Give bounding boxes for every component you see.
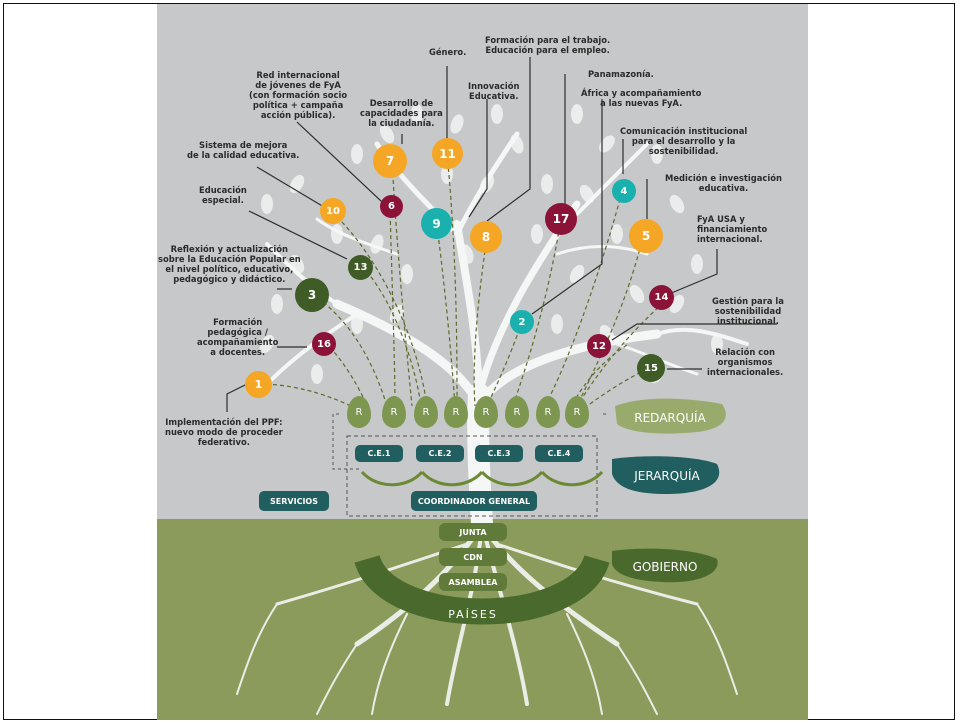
node-13: 13 — [348, 255, 373, 280]
paises-arc — [354, 554, 610, 625]
annotation-panamazonia: Panamazonía. — [588, 69, 654, 79]
ce4-pill: C.E.4 — [535, 445, 583, 462]
r-leaf-5: R — [474, 396, 498, 428]
r-leaf-3: R — [414, 396, 438, 428]
node-12: 12 — [587, 334, 611, 358]
coordinador-pill: COORDINADOR GENERAL — [411, 491, 537, 511]
asamblea-pill: ASAMBLEA — [439, 573, 507, 591]
jerarquia-label: JERARQUÍA — [634, 469, 700, 483]
redarquia-label: REDARQUÍA — [634, 411, 706, 425]
node-6: 6 — [380, 195, 403, 218]
gobierno-label: GOBIERNO — [632, 560, 698, 574]
node-16: 16 — [312, 332, 336, 356]
redarquia-blob — [615, 398, 726, 434]
r-leaf-1: R — [347, 396, 371, 428]
annotation-formacion-trabajo: Formación para el trabajo.Educación para… — [485, 35, 611, 55]
r-leaf-7: R — [536, 396, 560, 428]
jerarquia-blob — [612, 456, 720, 494]
servicios-pill: SERVICIOS — [259, 491, 329, 511]
canopy-leaves — [259, 104, 723, 384]
r-leaf-6: R — [505, 396, 529, 428]
ce1-pill: C.E.1 — [355, 445, 403, 462]
ce3-pill: C.E.3 — [475, 445, 523, 462]
node-3: 3 — [295, 278, 329, 312]
r-leaf-2: R — [382, 396, 406, 428]
ce2-pill: C.E.2 — [416, 445, 464, 462]
callout-lines — [226, 57, 777, 412]
annotation-genero: Género. — [429, 47, 467, 57]
node-14: 14 — [649, 285, 674, 310]
junta-pill: JUNTA — [439, 523, 507, 541]
node-5: 5 — [629, 219, 663, 253]
node-11: 11 — [432, 138, 463, 169]
node-1: 1 — [245, 371, 272, 398]
ce-arcs — [360, 470, 604, 487]
gobierno-blob — [612, 548, 718, 583]
annotation-implementacion: Implementación del PPF:nuevo modo de pro… — [165, 417, 283, 447]
node-15: 15 — [637, 354, 665, 382]
node-7: 7 — [373, 144, 407, 178]
node-4: 4 — [612, 179, 636, 203]
node-9: 9 — [421, 208, 452, 239]
paises-label: PAÍSES — [448, 607, 498, 621]
r-leaf-4: R — [444, 396, 468, 428]
tree-diagram: 1 2 3 4 5 6 7 8 9 10 11 12 13 14 15 16 1… — [157, 4, 808, 720]
node-2: 2 — [510, 310, 534, 334]
r-leaf-8: R — [565, 396, 589, 428]
node-8: 8 — [470, 221, 502, 253]
cdn-pill: CDN — [439, 548, 507, 566]
node-17: 17 — [545, 203, 577, 235]
node-10: 10 — [320, 198, 346, 224]
